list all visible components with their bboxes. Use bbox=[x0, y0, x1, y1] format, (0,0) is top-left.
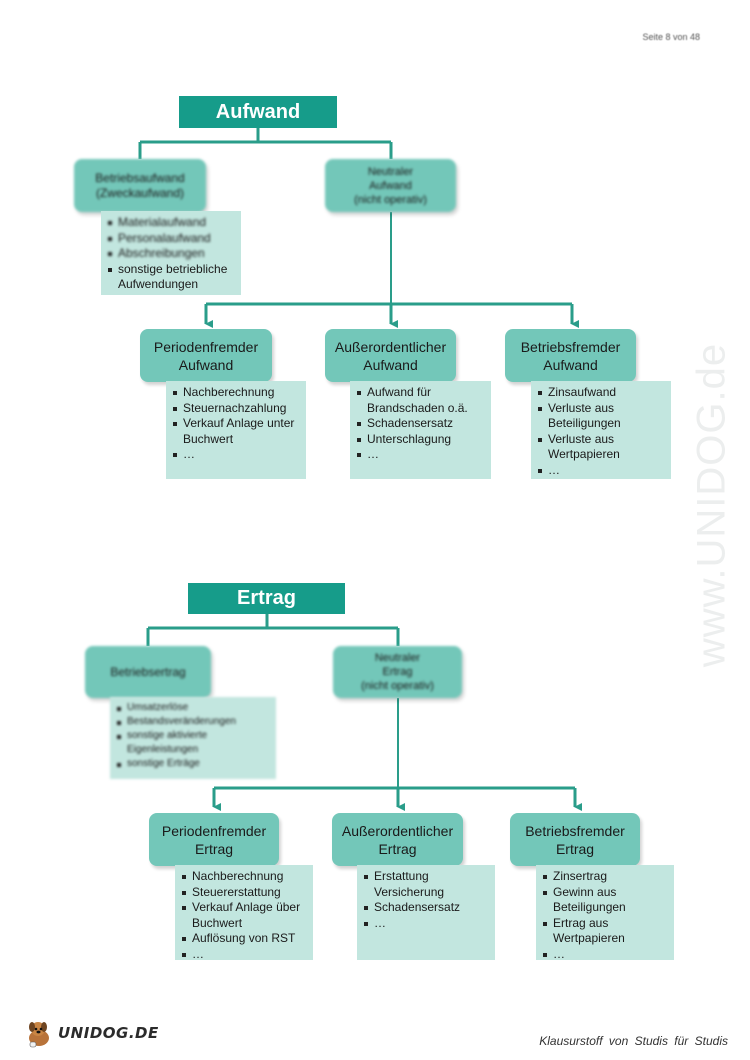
ertrag-betriebsfremd-list: Zinsertrag Gewinn aus Beteiligungen Ertr… bbox=[536, 865, 674, 963]
ertrag-neutral-node: Neutraler Ertrag (nicht operativ) bbox=[333, 646, 462, 698]
list-item: … bbox=[173, 447, 302, 463]
list-item: Verkauf Anlage unter Buchwert bbox=[173, 416, 302, 447]
node-line: Betriebsfremder bbox=[520, 338, 621, 355]
node-line: Aufwand bbox=[178, 356, 234, 373]
list-item: … bbox=[538, 463, 667, 479]
list-item: … bbox=[357, 447, 487, 463]
list-item: Abschreibungen bbox=[108, 246, 237, 262]
list-item: Verluste aus Wertpapieren bbox=[538, 432, 667, 463]
list-item: sonstige betriebliche Aufwendungen bbox=[108, 262, 237, 293]
list-item: Bestandsveränderungen bbox=[117, 715, 272, 729]
node-line: Aufwand bbox=[543, 356, 598, 373]
node-line: Ertrag bbox=[194, 840, 234, 857]
list-item: Nachberechnung bbox=[173, 385, 302, 401]
ertrag-ausserordentlich-list: Erstattung Versicherung Schadensersatz … bbox=[357, 865, 495, 960]
node-line: Ertrag bbox=[378, 840, 417, 857]
list-item: Zinsertrag bbox=[543, 869, 670, 885]
list-item: Schadensersatz bbox=[364, 900, 491, 916]
list-item: Unterschlagung bbox=[357, 432, 487, 448]
list-item: Erstattung Versicherung bbox=[364, 869, 491, 900]
aufwand-neutral-node: Neutraler Aufwand (nicht operativ) bbox=[325, 159, 456, 212]
ertrag-betriebsfremd-node: Betriebsfremder Ertrag bbox=[510, 813, 640, 866]
list-item: Umsatzerlöse bbox=[117, 701, 272, 715]
aufwand-title: Aufwand bbox=[179, 96, 337, 128]
ertrag-periodenfremd-node: Periodenfremder Ertrag bbox=[149, 813, 279, 866]
list-item: Verluste aus Beteiligungen bbox=[538, 401, 667, 432]
list-item: Schadensersatz bbox=[357, 416, 487, 432]
aufwand-ausserordentlich-list: Aufwand für Brandschaden o.ä. Schadenser… bbox=[350, 381, 491, 479]
list-item: Nachberechnung bbox=[182, 869, 309, 885]
node-line: Betriebsfremder bbox=[525, 822, 625, 839]
list-item: Ertrag aus Wertpapieren bbox=[543, 916, 670, 947]
list-item: Zinsaufwand bbox=[538, 385, 667, 401]
aufwand-neutral-line: (nicht operativ) bbox=[354, 193, 427, 206]
list-item: … bbox=[364, 916, 491, 932]
list-item: Personalaufwand bbox=[108, 231, 237, 247]
list-item: … bbox=[543, 947, 670, 963]
node-line: Periodenfremder bbox=[161, 822, 267, 839]
aufwand-title-text: Aufwand bbox=[215, 100, 301, 123]
ertrag-betrieb-list: Umsatzerlöse Bestandsveränderungen sonst… bbox=[110, 697, 276, 779]
list-item: Materialaufwand bbox=[108, 215, 237, 231]
aufwand-neutral-line: Neutraler bbox=[367, 165, 414, 178]
aufwand-periodenfremd-list: Nachberechnung Steuernachzahlung Verkauf… bbox=[166, 381, 306, 479]
ertrag-neutral-line: Neutraler bbox=[374, 652, 421, 664]
footer-tagline: Klausurstoff von Studis für Studis bbox=[539, 1034, 728, 1048]
ertrag-title: Ertrag bbox=[188, 583, 345, 614]
node-line: Außerordentlicher bbox=[334, 338, 447, 355]
list-item: Gewinn aus Beteiligungen bbox=[543, 885, 670, 916]
ertrag-title-text: Ertrag bbox=[237, 587, 296, 609]
aufwand-betrieb-line: (Zweckaufwand) bbox=[95, 185, 184, 200]
list-item: Steuernachzahlung bbox=[173, 401, 302, 417]
list-item: Auflösung von RST bbox=[182, 931, 309, 947]
aufwand-betriebsfremd-list: Zinsaufwand Verluste aus Beteiligungen V… bbox=[531, 381, 671, 479]
dog-icon bbox=[29, 1022, 49, 1048]
ertrag-neutral-line: Ertrag bbox=[382, 666, 413, 678]
page-number: Seite 8 von 48 bbox=[642, 32, 700, 42]
unidog-logo: UNIDOG.DE bbox=[24, 1018, 159, 1048]
aufwand-periodenfremd-node: Periodenfremder Aufwand bbox=[140, 329, 272, 382]
aufwand-betriebsfremd-node: Betriebsfremder Aufwand bbox=[505, 329, 636, 382]
ertrag-betrieb-line: Betriebsertrag bbox=[110, 665, 186, 679]
list-item: sonstige Erträge bbox=[117, 757, 272, 771]
list-item: … bbox=[182, 947, 309, 963]
node-line: Außerordentlicher bbox=[341, 822, 454, 839]
aufwand-betrieb-node: Betriebsaufwand (Zweckaufwand) bbox=[74, 159, 206, 212]
list-item: sonstige aktivierte Eigenleistungen bbox=[117, 729, 272, 757]
aufwand-betrieb-list: Materialaufwand Personalaufwand Abschrei… bbox=[101, 211, 241, 295]
ertrag-neutral-line: (nicht operativ) bbox=[361, 680, 434, 692]
list-item: Steuererstattung bbox=[182, 885, 309, 901]
list-item: Aufwand für Brandschaden o.ä. bbox=[357, 385, 487, 416]
aufwand-betrieb-line: Betriebsaufwand bbox=[95, 170, 185, 185]
aufwand-ausserordentlich-node: Außerordentlicher Aufwand bbox=[325, 329, 456, 382]
node-line: Aufwand bbox=[363, 356, 418, 373]
list-item: Verkauf Anlage über Buchwert bbox=[182, 900, 309, 931]
ertrag-betrieb-node: Betriebsertrag bbox=[85, 646, 211, 698]
ertrag-ausserordentlich-node: Außerordentlicher Ertrag bbox=[332, 813, 463, 866]
logo-text: UNIDOG.DE bbox=[58, 1024, 159, 1042]
aufwand-neutral-line: Aufwand bbox=[369, 179, 412, 192]
node-line: Ertrag bbox=[555, 840, 595, 857]
node-line: Periodenfremder bbox=[153, 338, 259, 355]
ertrag-periodenfremd-list: Nachberechnung Steuererstattung Verkauf … bbox=[175, 865, 313, 963]
